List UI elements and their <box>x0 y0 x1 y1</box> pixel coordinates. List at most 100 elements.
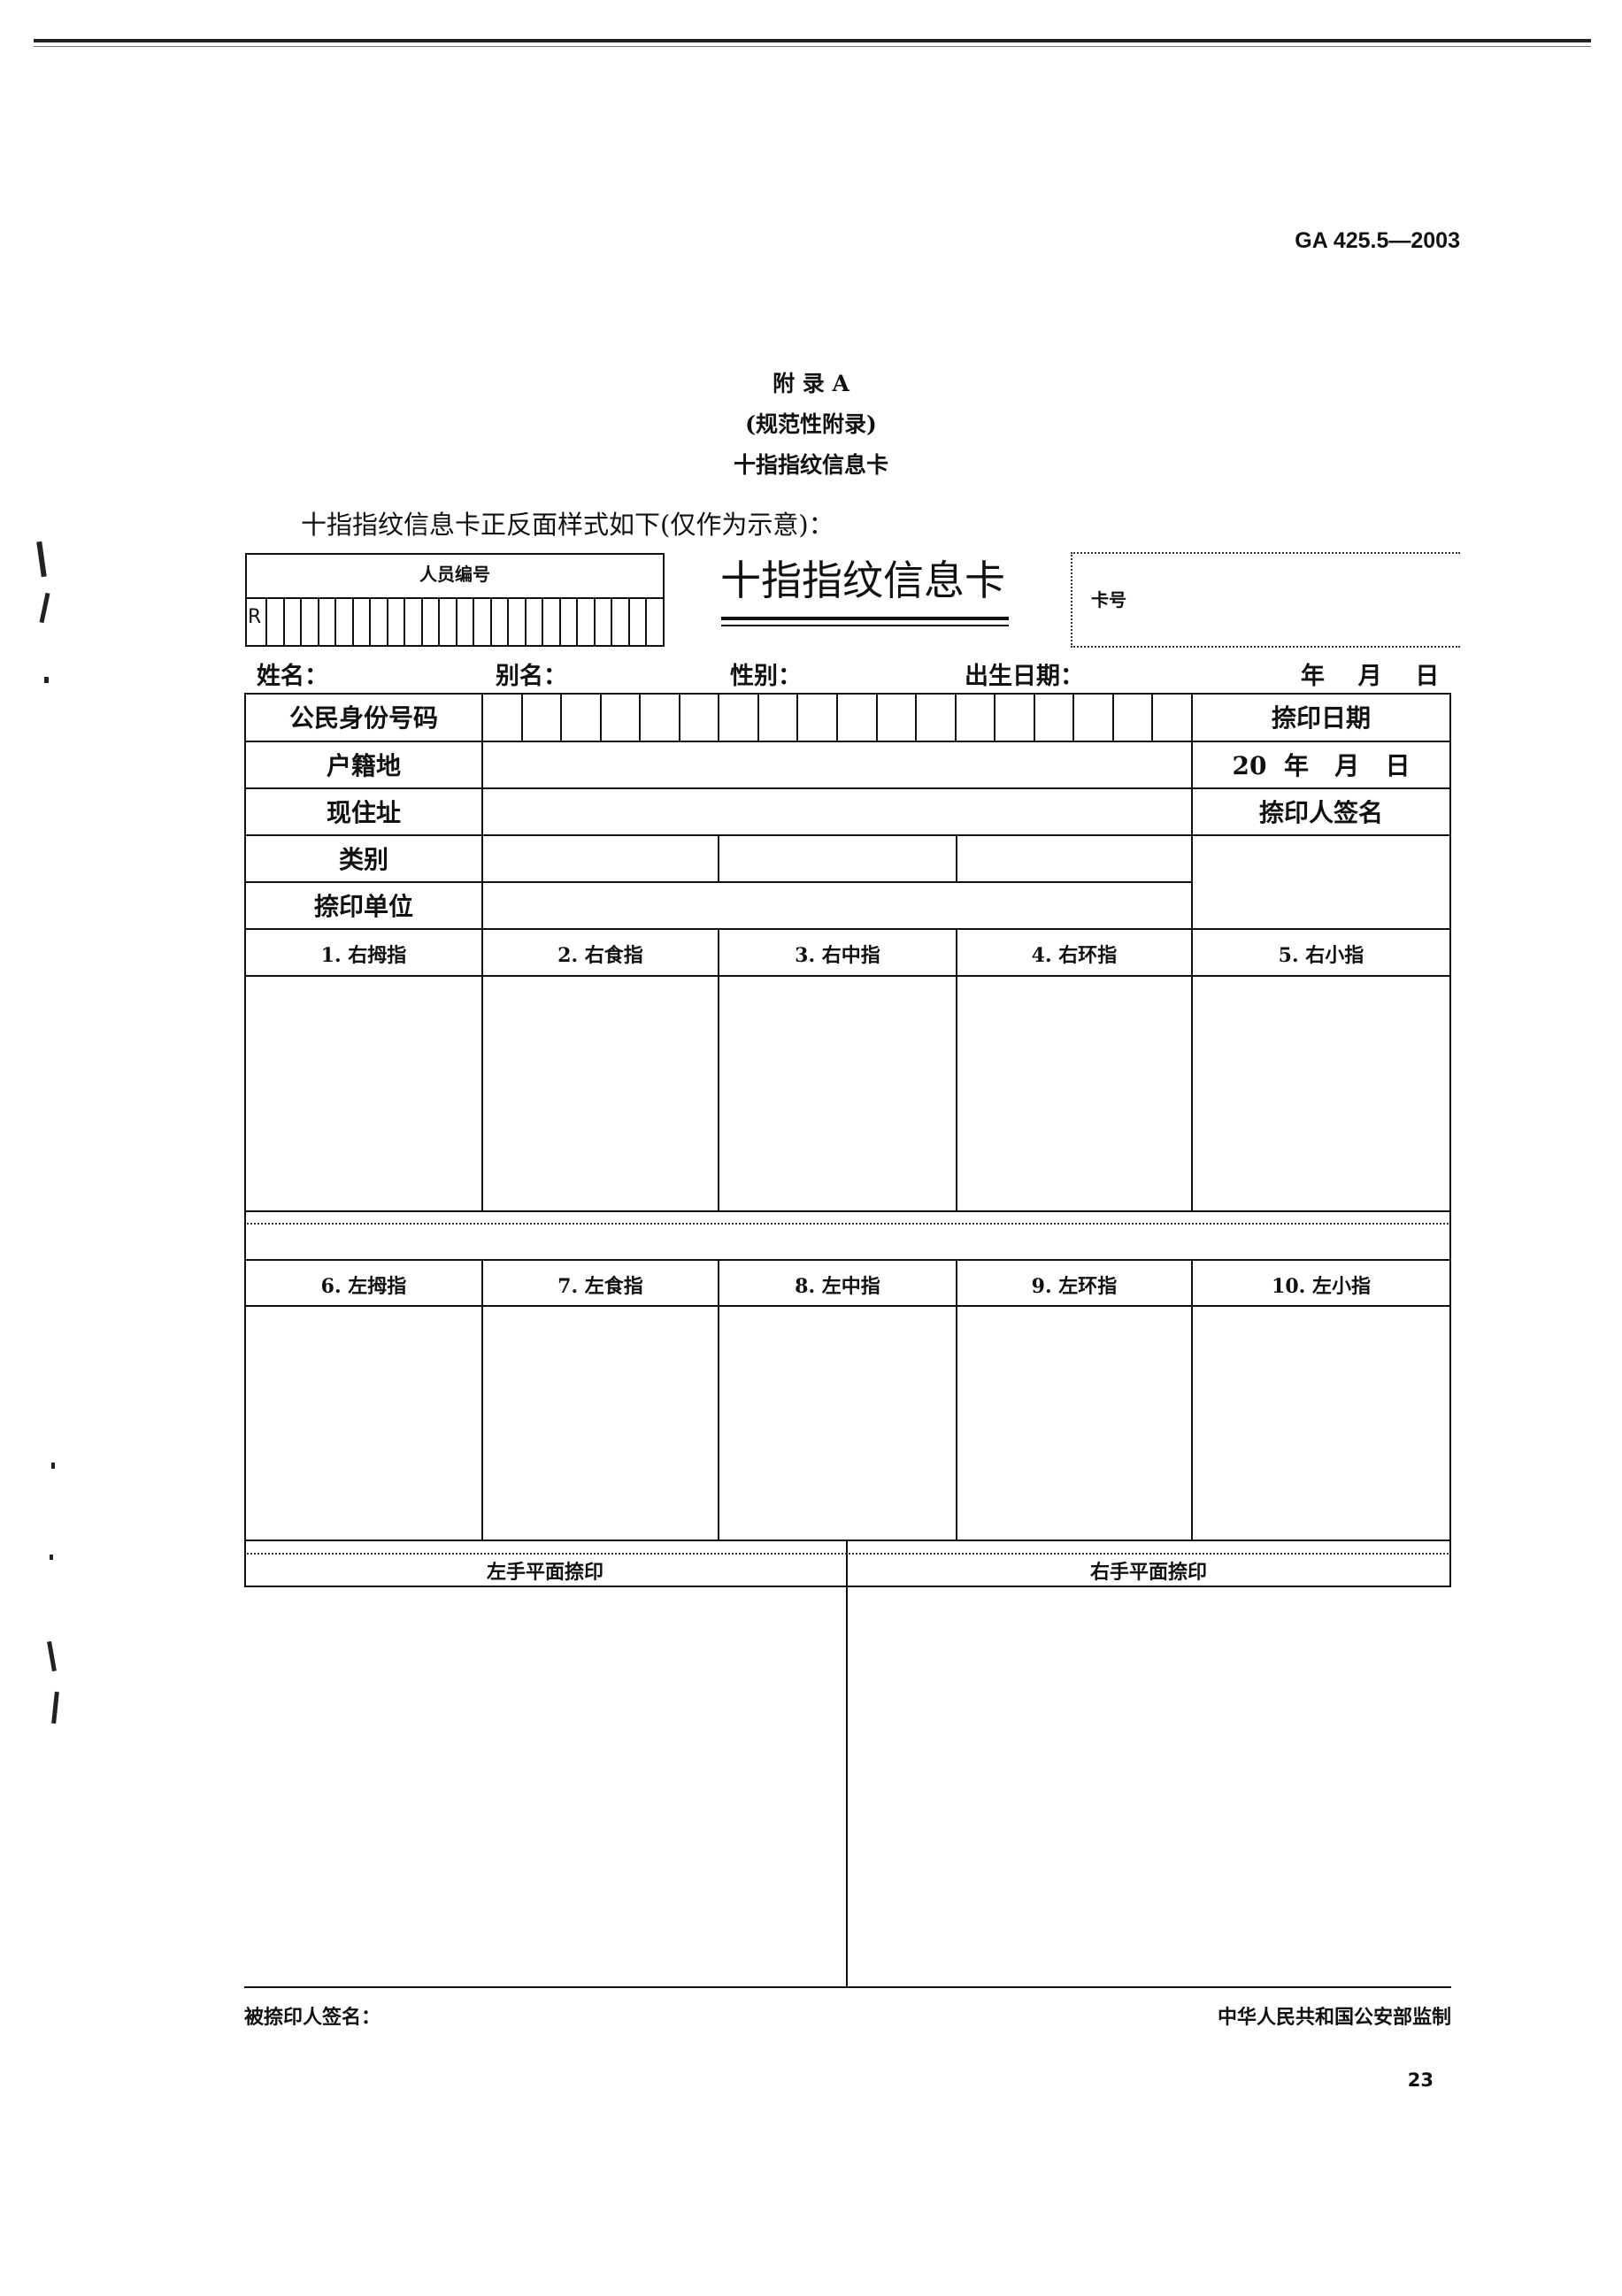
scan-mark <box>36 541 47 578</box>
person-number-cell-divider <box>351 599 354 645</box>
scan-mark <box>51 1463 55 1469</box>
finger-col-line <box>481 1259 483 1540</box>
person-number-cell-divider <box>317 599 319 645</box>
card-title-underline-thin <box>721 625 1009 626</box>
id-number-cell-divider <box>679 693 680 741</box>
id-number-cell-divider <box>1034 693 1035 741</box>
form-line <box>244 1540 1451 1541</box>
form-col-line <box>956 834 957 881</box>
id-number-cell-divider <box>955 693 957 741</box>
form-line <box>244 881 1191 883</box>
header-rule <box>34 39 1591 42</box>
person-number-cell-divider <box>489 599 492 645</box>
finger-col-line <box>1191 1259 1193 1540</box>
finger-col-line <box>1191 928 1193 1210</box>
id-number-cell-divider <box>1112 693 1114 741</box>
name-label: 姓名： <box>257 663 328 690</box>
finger-label-left-little: 10. 左小指 <box>1272 1275 1371 1298</box>
finger-label-left-thumb: 6. 左拇指 <box>320 1275 407 1298</box>
intro-text: 十指指纹信息卡正反面样式如下(仅作为示意)： <box>301 510 834 540</box>
form-line <box>244 1305 1451 1307</box>
id-number-cell-divider <box>796 693 798 741</box>
gender-label: 性别： <box>730 663 802 690</box>
supervisor-text: 中华人民共和国公安部监制 <box>1217 2006 1451 2029</box>
id-number-cell-divider <box>836 693 838 741</box>
person-number-cell-divider <box>265 599 267 645</box>
print-date-fill: 20 年 月 日 <box>1232 751 1411 780</box>
id-number-label: 公民身份号码 <box>288 703 438 733</box>
form-line <box>244 975 1451 977</box>
finger-label-right-little: 5. 右小指 <box>1278 944 1364 967</box>
person-number-cell-divider <box>282 599 285 645</box>
finger-label-left-middle: 8. 左中指 <box>795 1275 880 1298</box>
person-number-cell-divider <box>627 599 630 645</box>
finger-label-right-thumb: 1. 右拇指 <box>320 944 407 967</box>
appendix-heading: 附 录 A <box>773 371 849 396</box>
page-number: 23 <box>1407 2069 1434 2091</box>
person-number-cell-divider <box>455 599 457 645</box>
scan-mark <box>50 1555 53 1560</box>
finger-label-left-ring: 9. 左环指 <box>1031 1275 1118 1298</box>
card-number-box[interactable] <box>1071 552 1460 648</box>
person-number-divider <box>245 597 665 599</box>
flat-print-divider <box>846 1540 848 1988</box>
person-number-prefix: R <box>248 606 262 628</box>
form-bottom-line <box>244 1986 1451 1988</box>
id-number-cell-divider <box>757 693 759 741</box>
right-flat-print-text: 右手平面捺印 <box>1082 1561 1214 1584</box>
person-number-cell-divider <box>645 599 647 645</box>
form-line <box>244 693 1451 695</box>
person-number-cell-divider <box>524 599 527 645</box>
form-dotted-line <box>244 1223 1451 1225</box>
print-date-label: 捺印日期 <box>1271 703 1371 733</box>
right-flat-print-label: 右手平面捺印 <box>848 1556 1449 1585</box>
scan-mark <box>39 592 50 624</box>
person-number-cell-divider <box>386 599 388 645</box>
finger-col-line <box>956 1259 957 1540</box>
person-number-cell-divider <box>300 599 302 645</box>
person-number-cell-divider <box>611 599 612 645</box>
household-label: 户籍地 <box>326 751 401 780</box>
finger-col-line <box>718 928 719 1210</box>
birth-date-fill: 年 月 日 <box>1301 663 1440 690</box>
finger-label-left-index: 7. 左食指 <box>557 1275 643 1298</box>
finger-col-line <box>481 928 483 1210</box>
finger-label-right-ring: 4. 右环指 <box>1031 944 1118 967</box>
standard-code: GA 425.5—2003 <box>1295 228 1460 253</box>
person-number-cell-divider <box>542 599 543 645</box>
card-title: 十指指纹信息卡 <box>720 557 1005 604</box>
form-col-line <box>1191 693 1193 928</box>
form-line <box>244 834 1451 836</box>
scan-mark <box>47 1640 57 1672</box>
person-number-cell-divider <box>334 599 336 645</box>
person-number-label: 人员编号 <box>419 564 490 585</box>
person-number-cell-divider <box>369 599 371 645</box>
header-rule-thin <box>34 46 1591 47</box>
form-line <box>244 1586 1451 1587</box>
form-line <box>244 928 1451 930</box>
scan-mark <box>51 1691 59 1724</box>
person-number-cell-divider <box>576 599 578 645</box>
id-number-cell-divider <box>560 693 562 741</box>
form-line <box>244 1259 1451 1261</box>
normative-heading: (规范性附录) <box>745 411 877 437</box>
person-number-cell-divider <box>420 599 423 645</box>
form-line <box>244 787 1451 789</box>
birth-date-label: 出生日期： <box>965 663 1084 690</box>
subject-signature-label: 被捺印人签名： <box>244 2006 381 2029</box>
finger-col-line <box>956 928 957 1210</box>
form-dotted-line <box>244 1553 1451 1555</box>
left-flat-print-label: 左手平面捺印 <box>244 1556 846 1585</box>
form-col-line <box>718 834 719 881</box>
person-number-cell-divider <box>404 599 405 645</box>
id-number-cell-divider <box>718 693 719 741</box>
id-number-cell-divider <box>994 693 995 741</box>
form-col-line <box>481 693 483 928</box>
finger-label-right-middle: 3. 右中指 <box>795 944 880 967</box>
id-number-cell-divider <box>600 693 602 741</box>
person-number-cell-divider <box>558 599 561 645</box>
id-number-cell-divider <box>915 693 917 741</box>
person-number-cell-divider <box>593 599 596 645</box>
id-number-cell-divider <box>1151 693 1153 741</box>
id-number-cell-divider <box>639 693 641 741</box>
